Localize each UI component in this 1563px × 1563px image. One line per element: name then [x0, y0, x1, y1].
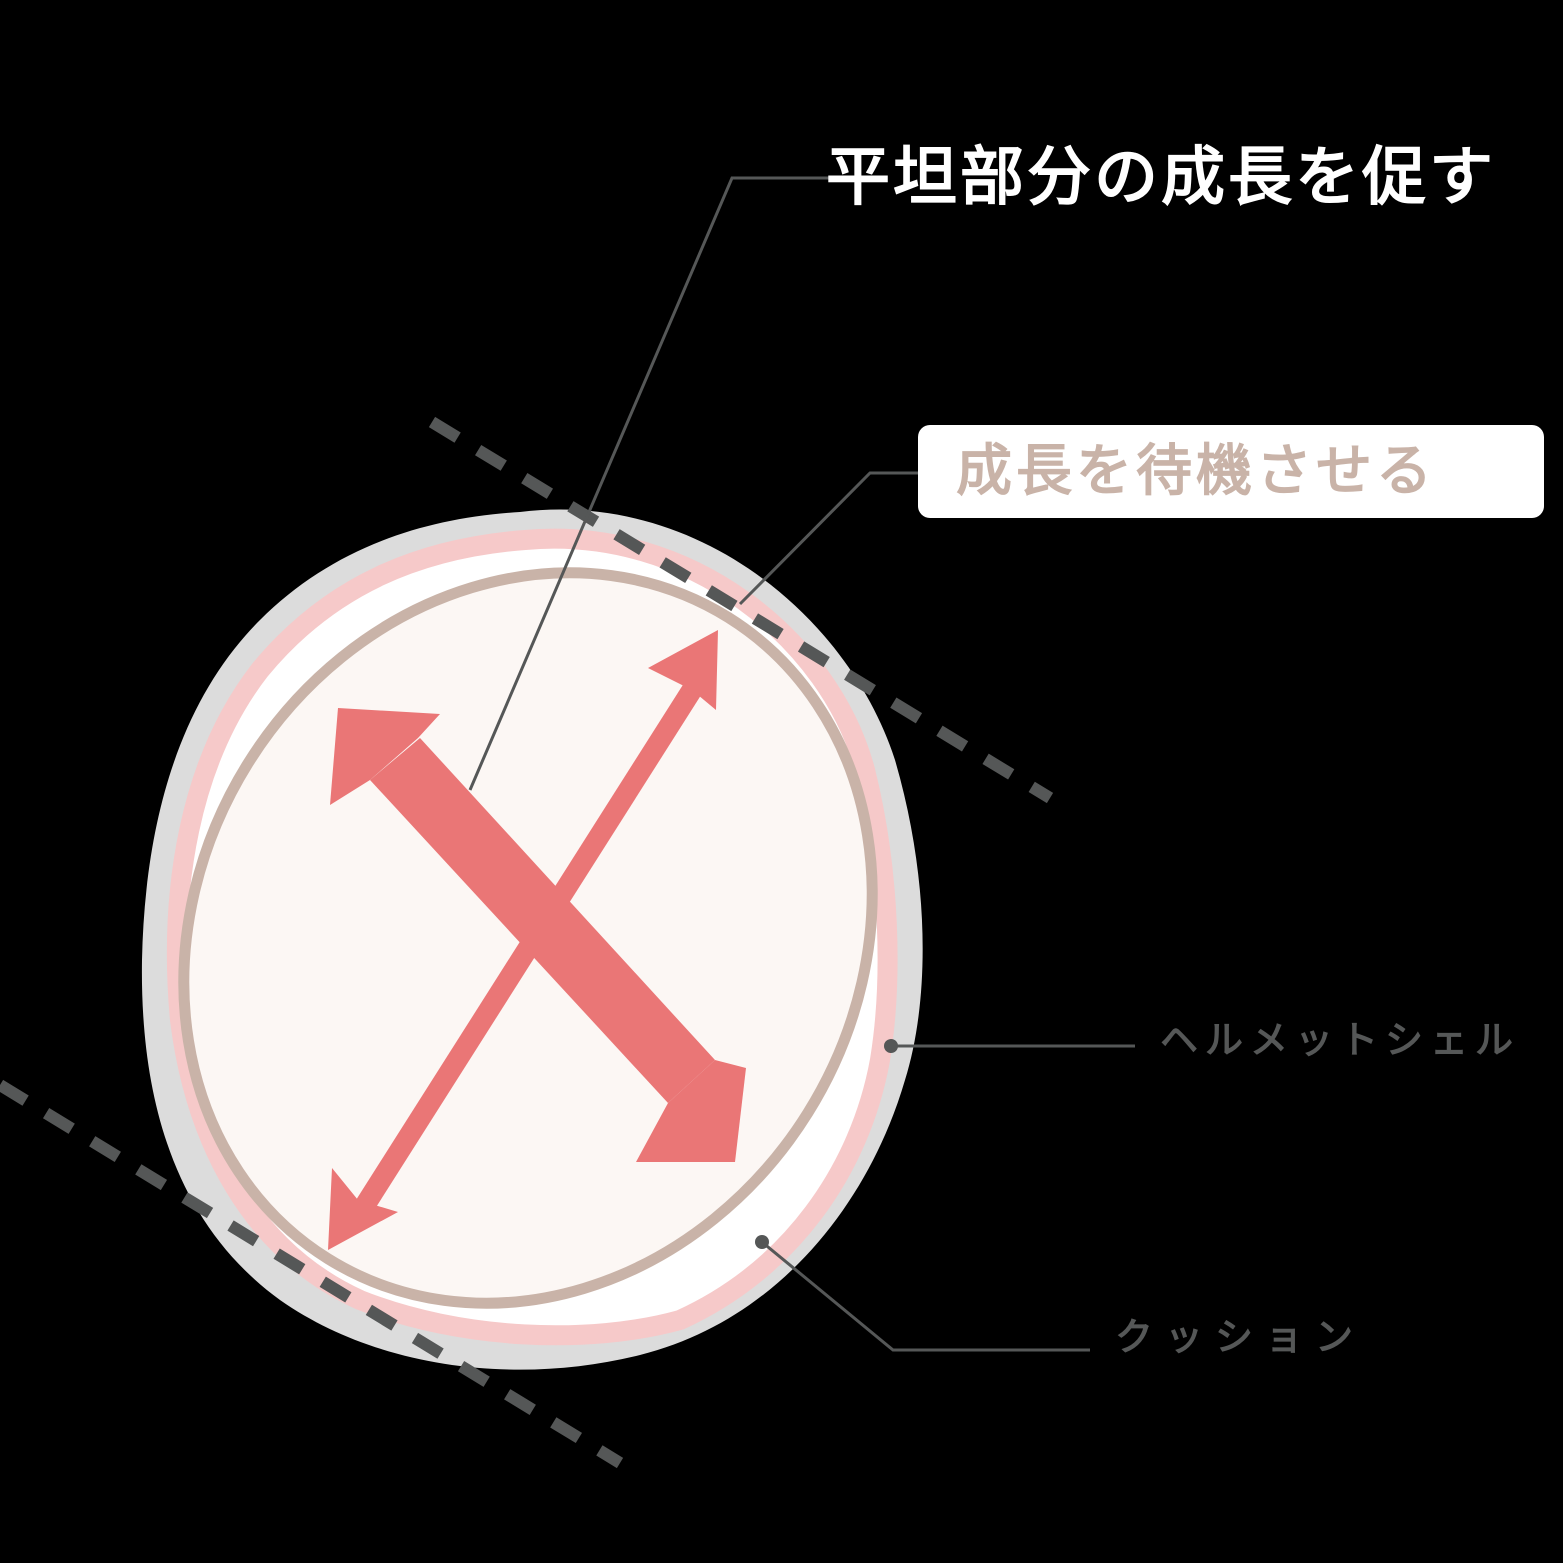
- leader-line-wait: [738, 471, 918, 606]
- leader-dot-shell: [884, 1039, 898, 1053]
- leader-line-promote: [468, 176, 830, 791]
- large-arrow-icon: [330, 708, 746, 1162]
- leader-line-cushion: [761, 1240, 1090, 1352]
- label-wait-growth: 成長を待機させる: [918, 425, 1544, 518]
- label-cushion: クッション: [1115, 1315, 1366, 1359]
- leader-dot-cushion: [755, 1235, 769, 1249]
- label-promote-growth: 平坦部分の成長を促す: [826, 141, 1496, 215]
- dashed-line-upper: [428, 416, 1054, 804]
- label-helmet-shell: ヘルメットシェル: [1160, 1018, 1521, 1062]
- dashed-line-lower: [0, 1079, 624, 1469]
